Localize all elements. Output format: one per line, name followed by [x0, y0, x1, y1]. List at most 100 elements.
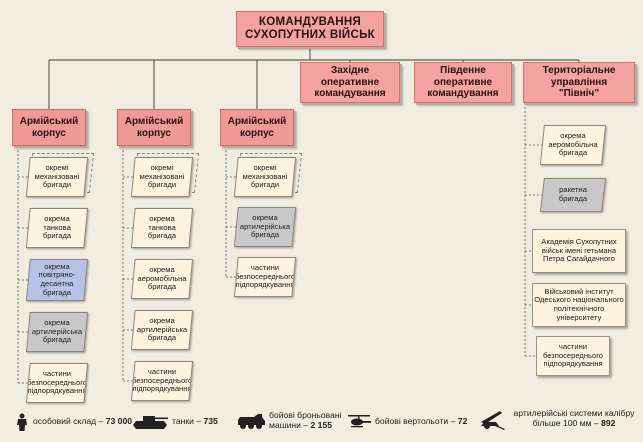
- corps-1-unit-2-line: танкова: [43, 222, 71, 232]
- stat-personnel: особовий склад – 73 000: [14, 413, 132, 431]
- army-corps-1-box-line: корпус: [31, 127, 66, 139]
- command-1-box-line: оперативне: [320, 76, 380, 88]
- command-3-box-line: Територіальне: [542, 65, 616, 77]
- north-unit-4-line: політехнічного: [553, 304, 605, 313]
- corps-2-unit-3-line: бригада: [147, 282, 177, 292]
- corps-2-unit-5-line: безпосереднього: [131, 375, 193, 385]
- corps-1-unit-5-line: безпосереднього: [26, 377, 88, 387]
- corps-2-unit-5-line: частини: [147, 366, 177, 376]
- corps-1-unit-4-line: окрема: [44, 317, 70, 327]
- corps-2-unit-2-line: окрема: [149, 213, 175, 223]
- corps-2-unit-1-line: окремі: [150, 162, 174, 172]
- north-unit-3-line: Петра Сагайдачного: [542, 254, 615, 264]
- north-unit-3-line: військ імені гетьмана: [541, 245, 617, 255]
- command-1-box-line: командування: [314, 88, 386, 100]
- corps-2-unit-1-line: механізовані: [139, 171, 185, 181]
- corps-1-unit-2-line: окрема: [44, 213, 70, 223]
- north-unit-2-line: ракетна: [559, 185, 587, 195]
- stat-tanks-label: танки –: [172, 416, 202, 427]
- corps-1-unit-1-line: окремі: [45, 162, 69, 172]
- stat-helicopters-value: 72: [457, 416, 468, 427]
- soldier-icon: [17, 413, 27, 431]
- army-corps-2-box-line: корпус: [136, 127, 171, 139]
- command-3-box-line: управління: [550, 76, 608, 88]
- north-unit-4-line: університету: [556, 312, 602, 322]
- corps-1-unit-1-line: бригади: [42, 180, 72, 190]
- helicopter-icon: [348, 415, 371, 428]
- stat-helicopters-label: бойові вертольоти –: [375, 416, 456, 427]
- corps-1-unit-4-line: артилерійська: [31, 326, 83, 336]
- stat-artillery-value: 892: [601, 418, 616, 428]
- army-corps-3-box-line: Армійський: [227, 116, 287, 127]
- command-1-box-line: Західне: [330, 65, 370, 77]
- army-corps-3-box-line: корпус: [239, 127, 274, 139]
- corps-3-unit-2-line: окрема: [252, 212, 278, 222]
- stat-armored-vehicles: бойові броньовані машини – 2 155: [236, 410, 349, 431]
- north-unit-3-line: Академія Сухопутних: [541, 236, 617, 246]
- corps-1-unit-3-line: повітряно-: [38, 270, 76, 280]
- corps-3-unit-3-line: підпорядкування: [235, 280, 295, 290]
- corps-2-unit-4-line: окрема: [149, 315, 175, 325]
- command-2-box-line: оперативне: [433, 76, 493, 88]
- stat-tanks-value: 735: [203, 416, 218, 427]
- command-3-box-line: "Північ": [558, 88, 600, 100]
- ground-forces-command-box: КОМАНДУВАННЯ СУХОПУТНИХ ВІЙСЬК: [236, 11, 384, 47]
- corps-2-unit-2-line: бригада: [147, 231, 177, 241]
- ground-forces-command-title-line1: КОМАНДУВАННЯ: [258, 15, 362, 28]
- north-unit-2-line: бригада: [558, 194, 588, 203]
- corps-1-unit-3-line: десантна: [40, 279, 74, 288]
- ground-forces-command-title-line2: СУХОПУТНИХ ВІЙСЬК: [245, 29, 375, 41]
- stat-artillery-label: артилерійські системи калібру більше 100…: [513, 408, 635, 428]
- army-corps-2-box-line: Армійський: [124, 116, 184, 127]
- north-unit-4-line: Одеського національного: [534, 295, 624, 305]
- north-unit-5-line: безпосереднього: [542, 350, 604, 360]
- command-2-box-line: командування: [427, 88, 499, 100]
- corps-1-unit-1-line: механізовані: [34, 171, 80, 181]
- corps-2-unit-4-line: бригада: [147, 333, 177, 343]
- corps-3-unit-1-line: окремі: [253, 162, 277, 172]
- north-unit-5-line: підпорядкування: [543, 359, 603, 369]
- corps-3-unit-3-line: безпосереднього: [234, 271, 296, 281]
- north-unit-1-line: аеромобільна: [548, 139, 598, 149]
- corps-2-unit-4-line: артилерійська: [136, 324, 188, 334]
